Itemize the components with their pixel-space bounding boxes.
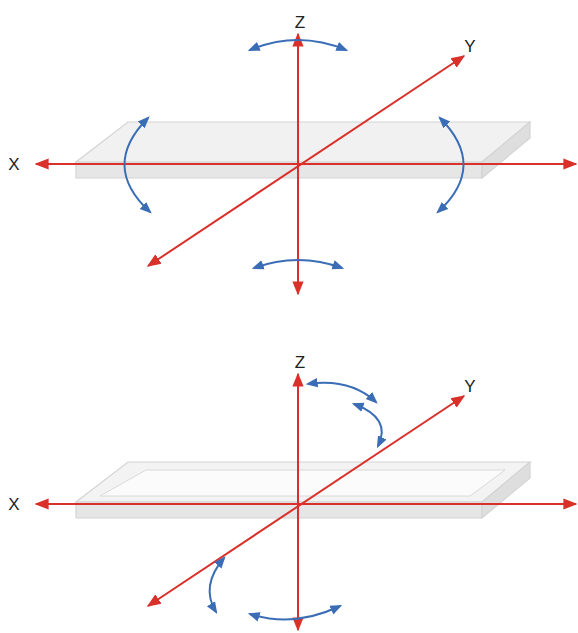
axis-label: Z: [295, 354, 305, 371]
rotation-arrows: [124, 40, 463, 268]
plate-frame: [76, 462, 530, 518]
axis-label: X: [8, 496, 19, 513]
axis-label: X: [8, 156, 19, 173]
axis-lines: [36, 374, 576, 630]
axis-label: Y: [464, 38, 475, 55]
axis-label: Z: [295, 14, 305, 31]
rotation-arrows: [210, 383, 382, 620]
axis-lines: [36, 34, 576, 294]
axis-label: Y: [464, 378, 475, 395]
